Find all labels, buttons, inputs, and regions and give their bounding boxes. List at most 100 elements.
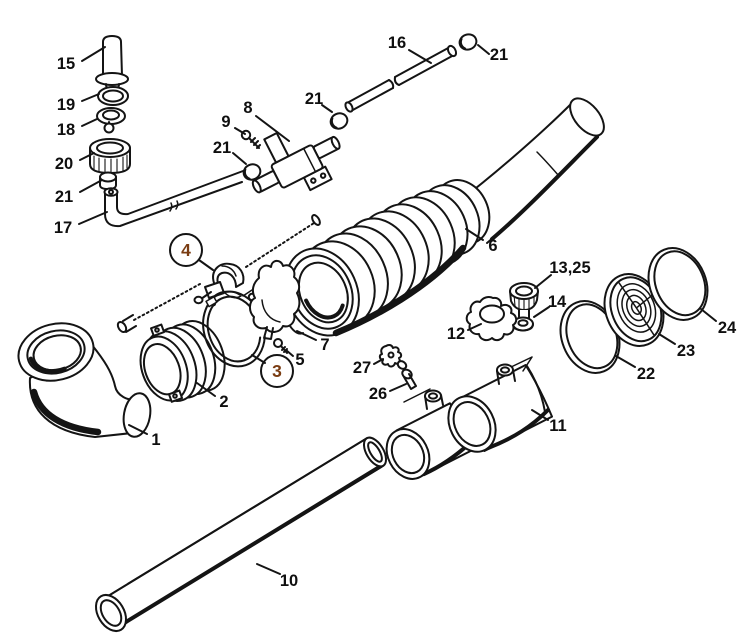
part-19-oring	[97, 86, 129, 106]
part-number-label[interactable]: 11	[549, 417, 566, 435]
part-number-label[interactable]: 16	[388, 34, 406, 52]
leader-line	[78, 211, 108, 225]
leader-line	[658, 333, 676, 345]
part-21b-sleeve	[242, 163, 262, 181]
callout-21d[interactable]: 21	[477, 44, 508, 64]
part-8-valve	[251, 132, 341, 194]
leader-line	[256, 563, 281, 575]
callout-17[interactable]: 17	[54, 211, 108, 237]
part-16-tube	[344, 44, 458, 113]
part-number-label[interactable]: 22	[637, 365, 655, 383]
part-number-label[interactable]: 21	[213, 139, 231, 157]
callout-3[interactable]: 3	[251, 354, 294, 388]
part-number-label[interactable]: 1	[151, 431, 160, 449]
callout-2[interactable]: 2	[196, 382, 229, 411]
leader-line	[79, 179, 103, 193]
leader-line	[128, 424, 148, 435]
callout-5[interactable]: 5	[285, 349, 305, 369]
callout-26[interactable]: 26	[369, 383, 407, 403]
part-21c-sleeve	[329, 112, 349, 130]
highlight-circle[interactable]	[260, 354, 294, 388]
part-12-star-knob	[465, 296, 518, 342]
callout-13-25[interactable]: 13,25	[534, 259, 591, 289]
part-17-elbow-tube	[103, 170, 244, 228]
leader-line	[477, 44, 490, 55]
part-21a-sleeve	[99, 171, 117, 190]
callout-4[interactable]: 4	[169, 233, 214, 271]
leader-line	[79, 152, 95, 161]
part-number-label[interactable]: 13,25	[549, 259, 590, 277]
part-number-label[interactable]: 18	[57, 121, 75, 139]
callout-15[interactable]: 15	[57, 46, 106, 73]
part-number-label[interactable]: 4	[181, 240, 191, 260]
leader-line	[465, 228, 484, 241]
part-number-label[interactable]: 17	[54, 219, 72, 237]
part-2-sleeve	[139, 320, 226, 403]
part-number-label[interactable]: 27	[353, 359, 371, 377]
callout-24[interactable]: 24	[700, 308, 737, 337]
callout-21a[interactable]: 21	[55, 179, 103, 206]
leader-line	[321, 104, 333, 113]
part-15-strainer	[95, 35, 129, 91]
callout-21c[interactable]: 21	[305, 90, 333, 113]
part-number-label[interactable]: 19	[57, 96, 75, 114]
part-1-elbow	[17, 322, 152, 438]
leader-line	[285, 349, 294, 357]
callout-27[interactable]: 27	[353, 358, 384, 377]
leader-line	[534, 274, 552, 289]
part-number-label[interactable]: 9	[221, 113, 230, 131]
callout-8[interactable]: 8	[243, 99, 290, 142]
part-number-label[interactable]: 5	[295, 351, 304, 369]
part-number-label[interactable]: 21	[305, 90, 323, 108]
part-number-label[interactable]: 12	[447, 325, 465, 343]
part-number-label[interactable]: 2	[219, 393, 228, 411]
callout-10[interactable]: 10	[256, 563, 298, 590]
leader-line	[81, 118, 98, 127]
part-number-label[interactable]: 10	[280, 572, 298, 590]
part-5-screw	[273, 338, 288, 354]
leader-line	[198, 259, 214, 271]
callout-18[interactable]: 18	[57, 118, 98, 139]
callout-20[interactable]: 20	[55, 152, 95, 173]
callout-19[interactable]: 19	[57, 93, 100, 114]
leader-line	[234, 127, 246, 135]
part-number-label[interactable]: 26	[369, 385, 387, 403]
part-number-label[interactable]: 3	[272, 361, 282, 381]
leader-line	[232, 152, 247, 165]
callout-11[interactable]: 11	[531, 409, 567, 435]
part-number-label[interactable]: 21	[490, 46, 508, 64]
callout-6[interactable]: 6	[465, 228, 498, 255]
leader-line	[615, 355, 636, 368]
callout-1[interactable]: 1	[128, 424, 161, 449]
leader-line	[533, 306, 550, 318]
part-number-label[interactable]: 6	[488, 237, 497, 255]
threaded-rod	[116, 214, 321, 334]
part-20-cap-nut	[89, 138, 131, 174]
callout-14[interactable]: 14	[533, 293, 567, 318]
leader-line	[296, 330, 317, 341]
part-number-label[interactable]: 14	[548, 293, 567, 311]
part-number-label[interactable]: 23	[677, 342, 695, 360]
part-number-label[interactable]: 8	[243, 99, 252, 117]
part-number-label[interactable]: 24	[718, 319, 737, 337]
callout-16[interactable]: 16	[388, 34, 432, 64]
callout-21b[interactable]: 21	[213, 139, 247, 165]
part-number-label[interactable]: 21	[55, 188, 73, 206]
part-number-label[interactable]: 20	[55, 155, 73, 173]
leader-line	[81, 46, 106, 62]
callout-12[interactable]: 12	[447, 323, 482, 343]
part-10-tube	[94, 436, 387, 633]
callout-7[interactable]: 7	[296, 330, 330, 354]
part-6-bellows-hose	[284, 97, 605, 337]
part-number-label[interactable]: 7	[320, 336, 329, 354]
highlight-circle[interactable]	[169, 233, 203, 267]
part-number-label[interactable]: 15	[57, 55, 75, 73]
callout-23[interactable]: 23	[658, 333, 695, 360]
callout-9[interactable]: 9	[221, 113, 246, 135]
part-11-coupler	[447, 356, 553, 453]
leader-line	[255, 115, 290, 142]
callout-22[interactable]: 22	[615, 355, 655, 383]
